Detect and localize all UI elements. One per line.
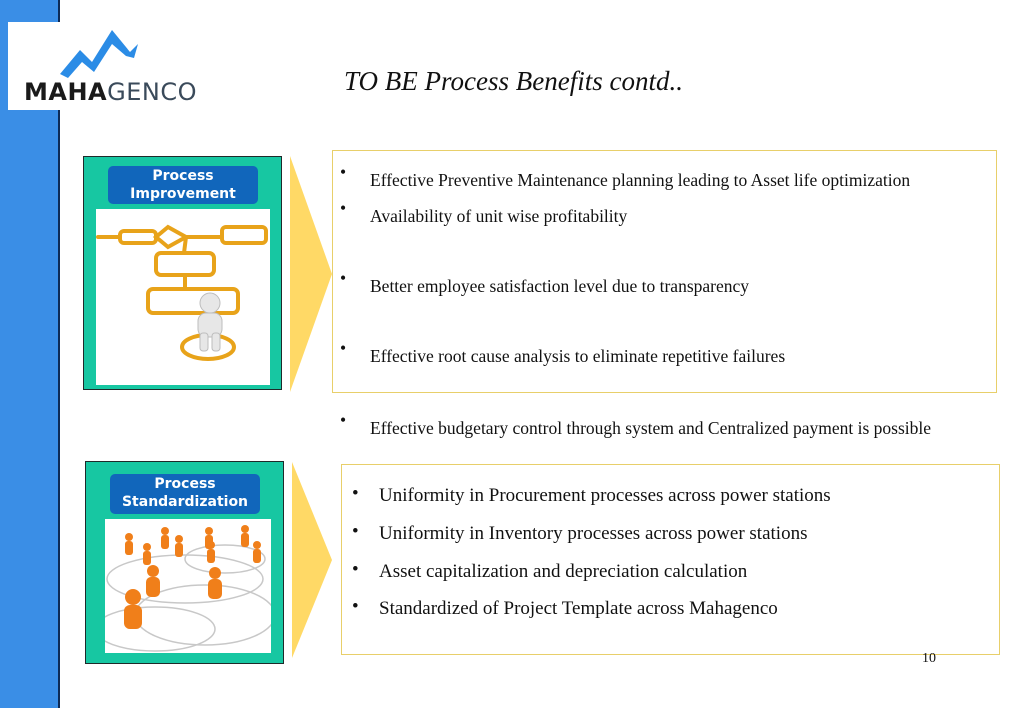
list-item: •Effective root cause analysis to elimin… — [340, 338, 786, 366]
flowchart-person-icon — [96, 209, 270, 385]
process-improvement-tile: Process Improvement — [83, 156, 282, 390]
list-item: •Better employee satisfaction level due … — [340, 268, 750, 296]
benefits-panel-2 — [341, 464, 1000, 655]
process-improvement-label: Process Improvement — [108, 166, 258, 204]
process-standardization-tile: Process Standardization — [85, 461, 284, 664]
list-item: •Availability of unit wise profitability — [340, 198, 628, 226]
arrow-right-icon — [292, 462, 332, 658]
list-item: •Asset capitalization and depreciation c… — [352, 559, 748, 582]
slide-title: TO BE Process Benefits contd.. — [344, 66, 683, 96]
arrow-right-icon — [290, 156, 332, 392]
list-item: •Effective Preventive Maintenance planni… — [340, 162, 911, 190]
logo-text-genco: GENCO — [107, 78, 197, 106]
page-number: 10 — [922, 651, 936, 666]
left-accent-bar — [0, 0, 60, 708]
logo-text-maha: MAHA — [24, 78, 108, 106]
people-network-icon — [105, 519, 271, 653]
benefits-panel-1 — [332, 150, 997, 393]
list-item: •Uniformity in Procurement processes acr… — [352, 483, 831, 506]
list-item: •Effective budgetary control through sys… — [340, 410, 931, 438]
logo-wordmark: MAHAGENCO — [24, 78, 197, 106]
list-item: •Uniformity in Inventory processes acros… — [352, 521, 808, 544]
process-standardization-label: Process Standardization — [110, 474, 260, 514]
mahagenco-logo: MAHAGENCO — [8, 22, 198, 110]
logo-mountain-icon — [60, 30, 138, 78]
list-item: •Standardized of Project Template across… — [352, 596, 778, 619]
